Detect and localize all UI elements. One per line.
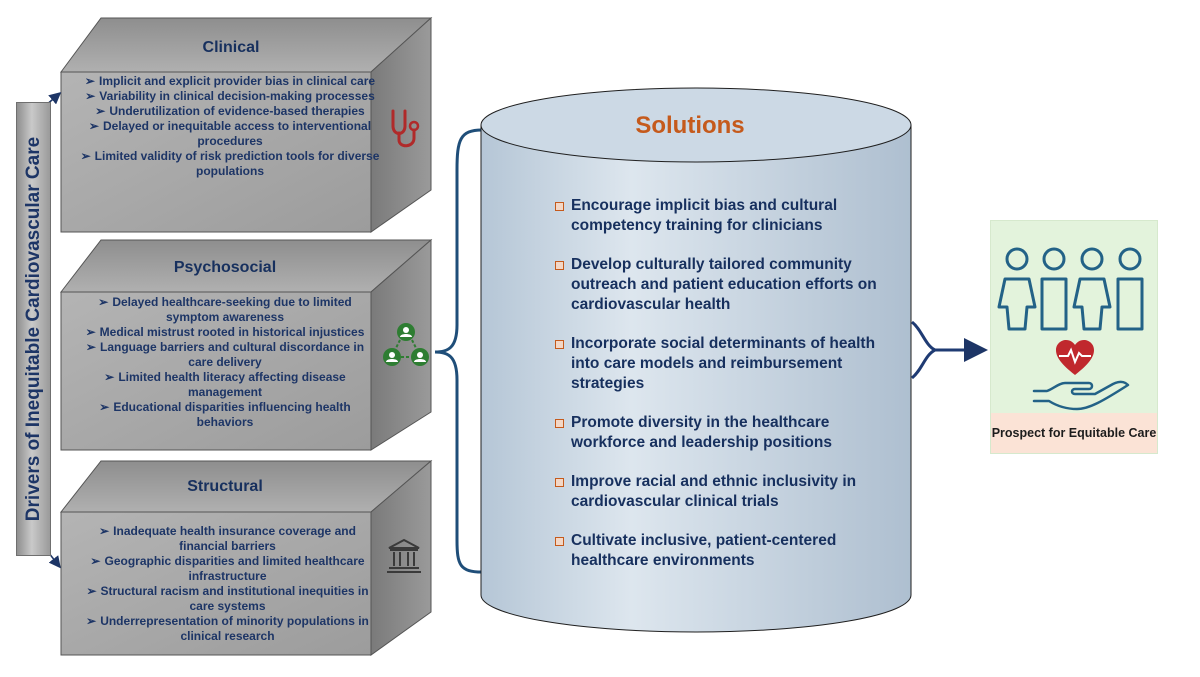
solution-item: Encourage implicit bias and cultural com… [553,196,893,236]
solution-item: Incorporate social determinants of healt… [553,334,893,394]
list-item: ➢Delayed healthcare-seeking due to limit… [98,295,352,324]
list-item: ➢Geographic disparities and limited heal… [90,554,365,583]
square-bullet-icon [555,261,564,270]
list-item: ➢Educational disparities influencing hea… [99,400,351,429]
list-item: ➢Underutilization of evidence-based ther… [95,104,365,118]
cube-title-clinical: Clinical [202,39,260,56]
list-item: ➢Underrepresentation of minority populat… [86,614,369,643]
solutions-title: Solutions [635,112,745,139]
cube-title-structural: Structural [187,478,263,495]
cube-psychosocial [59,238,433,451]
cube-title-psychosocial: Psychosocial [173,259,277,276]
drivers-vertical-label: Drivers of Inequitable Cardiovascular Ca… [16,102,51,556]
list-item: ➢Medical mistrust rooted in historical i… [85,325,365,339]
solution-item: Improve racial and ethnic inclusivity in… [553,472,893,512]
solution-item: Develop culturally tailored community ou… [553,255,893,315]
people-network-icon [383,323,429,366]
cube-clinical [60,16,433,233]
solutions-list: Encourage implicit bias and cultural com… [553,196,893,571]
stethoscope-icon [391,109,420,148]
square-bullet-icon [555,202,564,211]
drivers-label-text: Drivers of Inequitable Cardiovascular Ca… [22,136,44,522]
solution-item: Promote diversity in the healthcare work… [553,413,893,453]
square-bullet-icon [555,419,564,428]
institution-building-icon [387,538,421,573]
list-item: ➢Language barriers and cultural discorda… [85,340,365,369]
structural-drivers-list: ➢Inadequate health insurance coverage an… [80,524,375,644]
solution-item: Cultivate inclusive, patient-centered he… [553,531,893,571]
square-bullet-icon [555,340,564,349]
list-item: ➢Structural racism and institutional ine… [86,584,369,613]
list-item: ➢Delayed or inequitable access to interv… [88,119,372,148]
psychosocial-drivers-list: ➢Delayed healthcare-seeking due to limit… [80,295,370,430]
heart-pulse-icon [1056,340,1094,375]
cube-structural [59,459,433,656]
left-bracket [434,128,483,574]
list-item: ➢Inadequate health insurance coverage an… [99,524,356,553]
list-item: ➢Variability in clinical decision-making… [85,89,375,103]
list-item: ➢Limited validity of risk prediction too… [80,149,380,178]
square-bullet-icon [555,537,564,546]
prospect-panel: Prospect for Equitable Care [990,220,1158,454]
list-item: ➢Limited health literacy affecting disea… [104,370,346,399]
right-bracket-arrow [910,320,988,380]
solutions-cylinder [480,87,912,633]
square-bullet-icon [555,478,564,487]
prospect-label: Prospect for Equitable Care [991,413,1157,453]
people-group-icon [997,247,1144,331]
caring-hand-icon [1032,380,1130,411]
clinical-drivers-list: ➢Implicit and explicit provider bias in … [80,74,380,179]
list-item: ➢Implicit and explicit provider bias in … [84,74,376,88]
